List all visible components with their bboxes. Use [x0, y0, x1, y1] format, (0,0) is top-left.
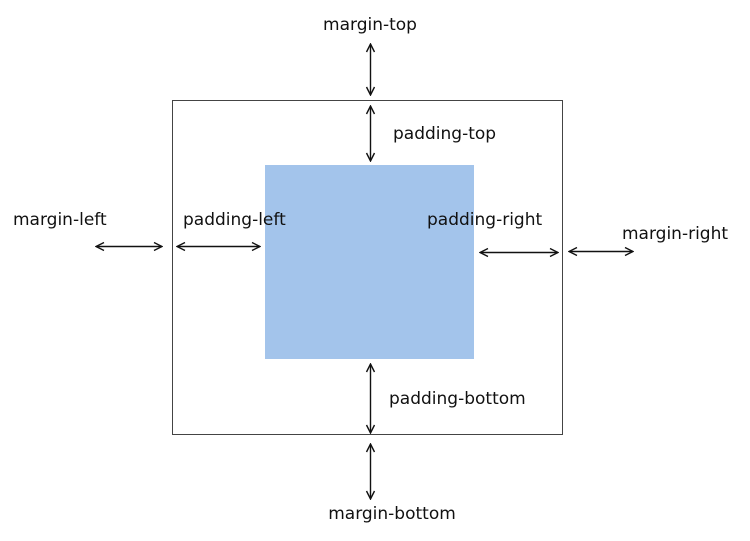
padding-top-label: padding-top — [393, 124, 497, 144]
content-area — [265, 165, 474, 359]
padding-right-label: padding-right — [427, 210, 543, 230]
margin-bottom-label: margin-bottom — [328, 504, 456, 524]
margin-right-label: margin-right — [622, 224, 729, 244]
padding-left-label: padding-left — [183, 210, 286, 230]
padding-bottom-label: padding-bottom — [389, 389, 526, 409]
margin-left-label: margin-left — [13, 210, 107, 230]
element-border-box — [172, 100, 563, 435]
margin-top-label: margin-top — [323, 15, 417, 35]
